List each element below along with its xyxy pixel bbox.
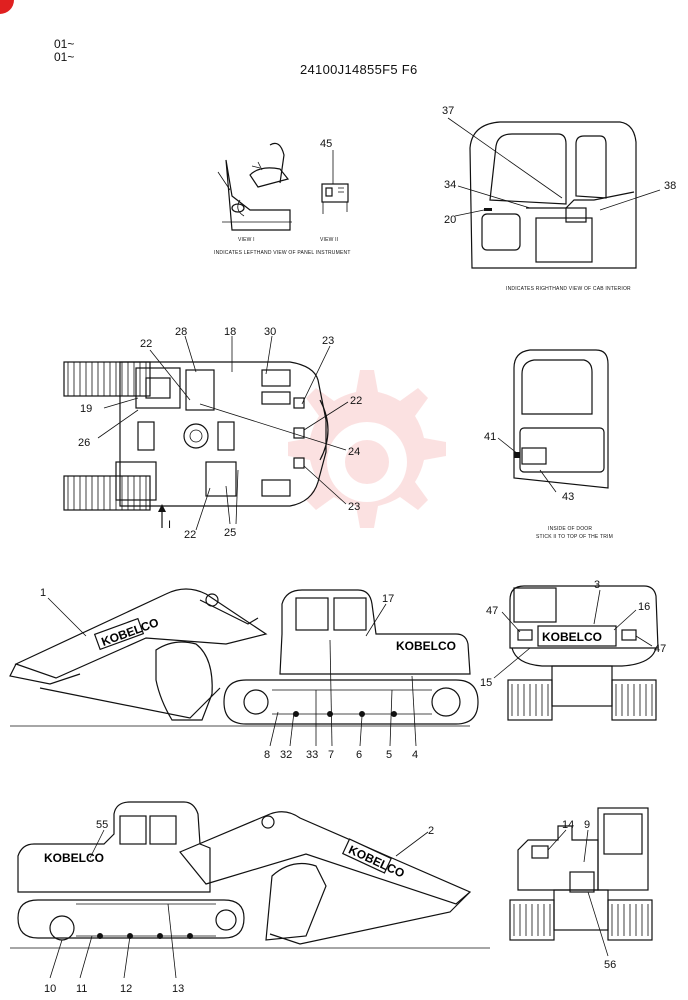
view-ii-small [321,150,349,214]
callout-25: 25 [224,527,236,539]
callout-10: 10 [44,983,56,995]
callout-22-bottom: 22 [184,529,196,541]
watermark-gear-icon [288,370,446,528]
callout-5: 5 [386,749,392,761]
serial-range-2: 01~ [54,50,75,64]
caption-panel-view: INDICATES LEFTHAND VIEW OF PANEL INSTRUM… [214,250,351,256]
caption-cab-view: INDICATES RIGHTHAND VIEW OF CAB INTERIOR [506,286,631,292]
callout-26: 26 [78,437,90,449]
callout-11: 11 [76,983,87,995]
caption-view-i: VIEW I [238,237,255,243]
callout-18: 18 [224,326,236,338]
callout-28: 28 [175,326,187,338]
callout-9: 9 [584,819,590,831]
callout-19: 19 [80,403,92,415]
callout-22-right: 22 [350,395,362,407]
callout-20: 20 [444,214,456,226]
callout-23-bottom: 23 [348,501,360,513]
excavator-right-side-view: KOBELCO KOBELCO [10,801,490,949]
part-number: 24100J14855F5 F6 [300,62,418,77]
machine-top-view [63,361,329,511]
callout-23-top: 23 [322,335,334,347]
serial-range-1: 01~ [54,37,75,51]
callout-30: 30 [264,326,276,338]
callout-33: 33 [306,749,318,761]
cab-door-view [513,349,609,489]
callout-41: 41 [484,431,496,443]
callout-4: 4 [412,749,418,761]
callout-6: 6 [356,749,362,761]
side-brand-right: KOBELCO [44,851,104,865]
callout-14: 14 [562,819,574,831]
callout-34: 34 [444,179,456,191]
callout-24: 24 [348,446,360,458]
side-brand-left: KOBELCO [396,639,456,653]
callout-15: 15 [480,677,492,689]
callout-38: 38 [664,180,676,192]
callout-32: 32 [280,749,292,761]
excavator-rear-view: KOBELCO [507,585,659,721]
callout-17: 17 [382,593,394,605]
callout-3: 3 [594,579,600,591]
caption-view-ii: VIEW II [320,237,338,243]
callout-37: 37 [442,105,454,117]
callout-55: 55 [96,819,108,831]
callout-22-top: 22 [140,338,152,350]
excavator-left-side-view: KOBELCO KOBELCO [9,588,479,727]
excavator-front-view [509,807,653,941]
cab-interior-view [469,121,637,269]
arrow-label-i: I [168,519,171,531]
caption-door-line-2: STICK II TO TOP OF THE TRIM [536,534,613,540]
caption-door-line-1: INSIDE OF DOOR [548,526,592,532]
callout-16: 16 [638,601,650,613]
seat-panel-view [217,142,292,231]
callout-45: 45 [320,138,332,150]
callout-47-left: 47 [486,605,498,617]
callout-1: 1 [40,587,46,599]
callout-47-right: 47 [654,643,666,655]
callout-7: 7 [328,749,334,761]
callout-12: 12 [120,983,132,995]
boom-logo-right: KOBELCO [346,843,406,881]
callout-43: 43 [562,491,574,503]
callout-13: 13 [172,983,184,995]
callout-8: 8 [264,749,270,761]
rear-logo: KOBELCO [542,630,602,644]
callout-56: 56 [604,959,616,971]
callout-2: 2 [428,825,434,837]
